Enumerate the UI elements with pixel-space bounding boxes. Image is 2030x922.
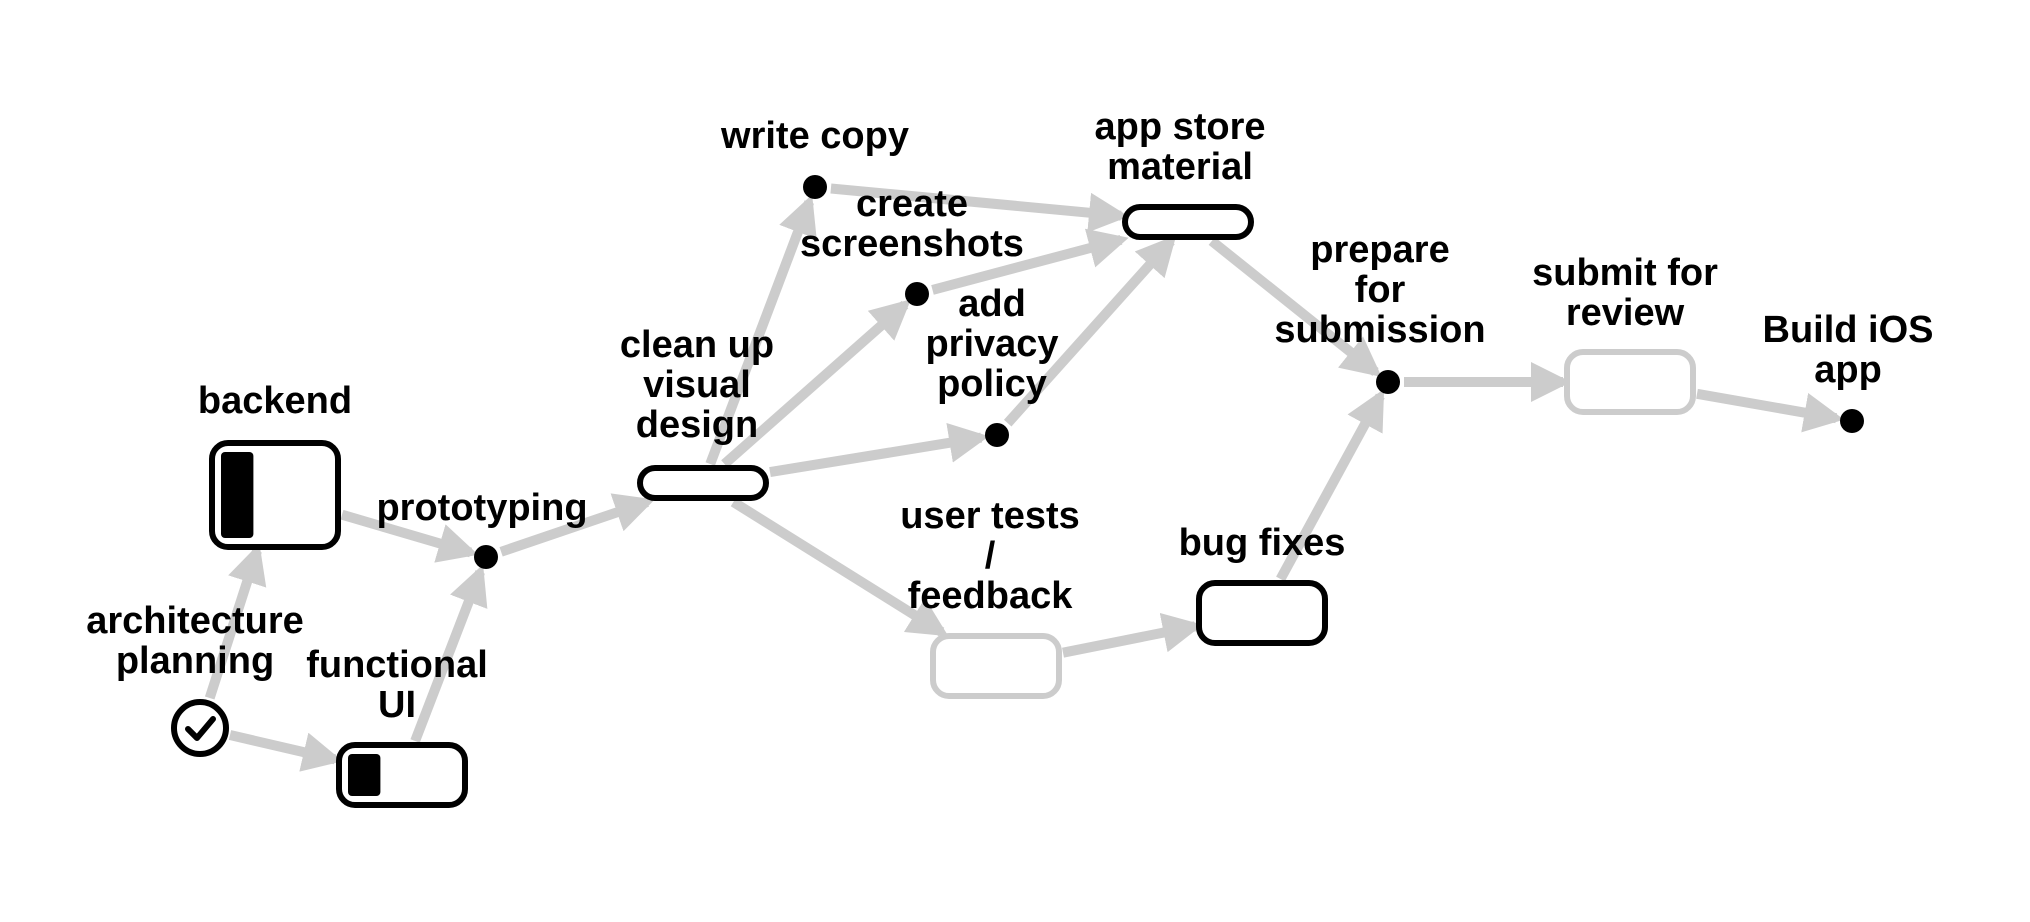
label-user-tests-feedback: user tests/feedback xyxy=(900,495,1080,617)
node-create-screenshots[interactable] xyxy=(905,282,929,306)
node-write-copy[interactable] xyxy=(803,175,827,199)
milestone-dot xyxy=(1376,370,1400,394)
edges-layer xyxy=(204,183,1845,772)
edge-clean-up-visual-design-to-user-tests-feedback xyxy=(730,497,949,637)
node-prepare-for-submission[interactable] xyxy=(1376,370,1400,394)
node-architecture-planning[interactable] xyxy=(171,699,229,757)
done-circle xyxy=(171,699,229,757)
progress-fill xyxy=(221,452,254,538)
label-prototyping: prototyping xyxy=(376,487,587,529)
task-box xyxy=(637,465,769,501)
edge-architecture-planning-to-functional-ui xyxy=(228,730,343,772)
edge-app-store-material-to-prepare-for-submission xyxy=(1208,237,1382,377)
edge-write-copy-to-app-store-material xyxy=(830,183,1129,233)
edge-architecture-planning-to-backend xyxy=(204,543,267,700)
task-box xyxy=(1564,349,1696,415)
milestone-dot xyxy=(1840,409,1864,433)
edge-clean-up-visual-design-to-add-privacy-policy xyxy=(769,423,990,478)
milestone-dot xyxy=(803,175,827,199)
task-box xyxy=(1196,580,1328,646)
node-backend[interactable] xyxy=(209,440,341,550)
node-clean-up-visual-design[interactable] xyxy=(637,465,769,501)
milestone-dot xyxy=(474,545,498,569)
edge-bug-fixes-to-prepare-for-submission xyxy=(1276,388,1385,582)
milestone-dot xyxy=(985,423,1009,447)
edge-clean-up-visual-design-to-write-copy xyxy=(705,194,817,466)
node-add-privacy-policy[interactable] xyxy=(985,423,1009,447)
task-box xyxy=(1122,204,1254,240)
node-prototyping[interactable] xyxy=(474,545,498,569)
task-box xyxy=(930,633,1062,699)
node-bug-fixes[interactable] xyxy=(1196,580,1328,646)
node-build-ios-app[interactable] xyxy=(1840,409,1864,433)
edge-prototyping-to-clean-up-visual-design xyxy=(499,493,655,557)
node-submit-for-review[interactable] xyxy=(1564,349,1696,415)
edge-add-privacy-policy-to-app-store-material xyxy=(1003,235,1177,427)
nodes-layer xyxy=(171,175,1864,808)
label-bug-fixes: bug fixes xyxy=(1179,522,1346,564)
node-app-store-material[interactable] xyxy=(1122,204,1254,240)
milestone-dot xyxy=(905,282,929,306)
edge-submit-for-review-to-build-ios-app xyxy=(1696,388,1845,433)
edge-user-tests-feedback-to-bug-fixes xyxy=(1062,612,1203,658)
edge-backend-to-prototyping xyxy=(340,509,479,563)
edge-create-screenshots-to-app-store-material xyxy=(931,228,1129,295)
label-backend: backend xyxy=(198,380,352,422)
edge-clean-up-visual-design-to-create-screenshots xyxy=(721,299,911,468)
label-write-copy: write copy xyxy=(720,115,909,157)
node-functional-ui[interactable] xyxy=(336,742,468,808)
progress-fill xyxy=(348,754,381,796)
node-user-tests-feedback[interactable] xyxy=(930,633,1062,699)
edge-functional-ui-to-prototyping xyxy=(410,564,488,743)
checkmark-icon xyxy=(185,716,216,741)
